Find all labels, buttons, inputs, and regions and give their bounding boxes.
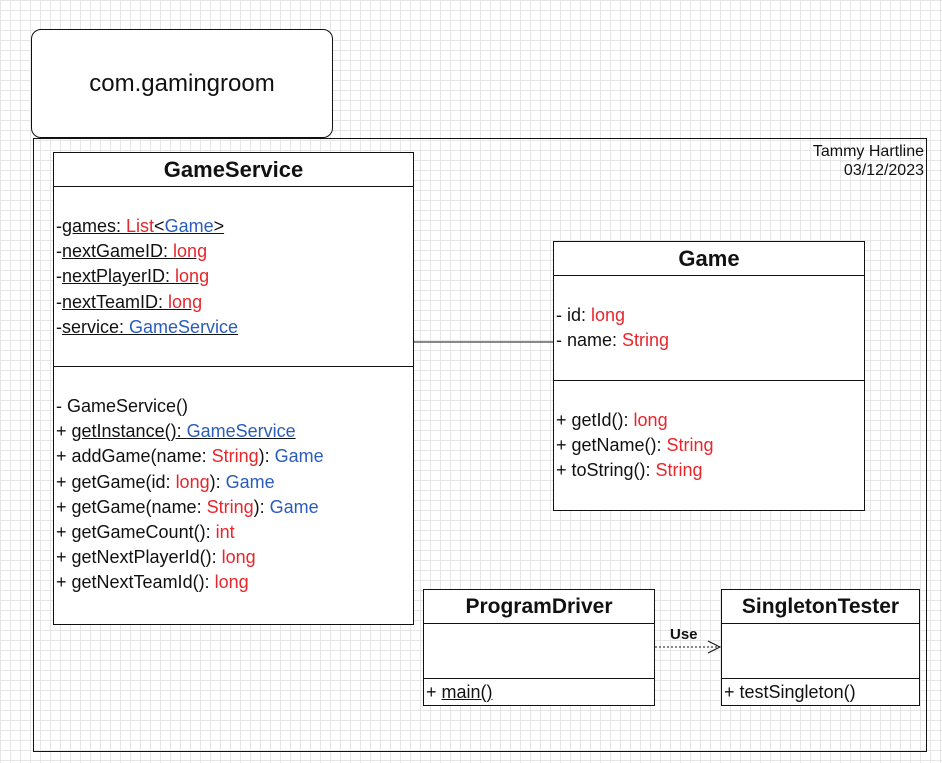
methods-section: + getId(): long + getName(): String + to…	[556, 408, 862, 484]
methods-section: + testSingleton()	[724, 680, 917, 705]
section-divider	[54, 366, 413, 367]
method-row: + getNextTeamId(): long	[56, 572, 249, 593]
class-singletontester[interactable]: SingletonTester + testSingleton()	[721, 589, 920, 706]
section-divider	[554, 380, 864, 381]
method-row: + getGame(id: long): Game	[56, 471, 275, 492]
method-row: + getGameCount(): int	[56, 522, 235, 543]
method-row: + getId(): long	[556, 410, 668, 430]
attribute-row: -games: List<Game>	[56, 216, 225, 236]
use-label: Use	[670, 626, 698, 643]
method-row: - GameService()	[56, 396, 189, 416]
attribute-row: - name: String	[556, 330, 670, 351]
class-title: Game	[554, 242, 864, 276]
author-name: Tammy Hartline	[812, 143, 924, 160]
methods-section: - GameService() + getInstance(): GameSer…	[56, 394, 411, 596]
method-row: + addGame(name: String): Game	[56, 446, 324, 467]
attribute-row: -nextTeamID: long	[56, 291, 203, 312]
attribute-row: -nextPlayerID: long	[56, 266, 210, 287]
attributes-section: - id: long - name: String	[556, 303, 862, 353]
attributes-section: -games: List<Game> -nextGameID: long -ne…	[56, 214, 411, 340]
attribute-row: -nextGameID: long	[56, 241, 208, 262]
class-gameservice[interactable]: GameService -games: List<Game> -nextGame…	[53, 152, 414, 625]
class-title: SingletonTester	[722, 590, 919, 624]
method-row: + getGame(name: String): Game	[56, 496, 319, 517]
method-row: + getName(): String	[556, 435, 714, 456]
method-row: + main()	[426, 682, 493, 702]
author-date: 03/12/2023	[843, 162, 924, 179]
package-tab: com.gamingroom	[31, 29, 333, 138]
methods-section: + main()	[426, 680, 652, 705]
package-body	[33, 138, 927, 752]
method-row: + toString(): String	[556, 460, 703, 481]
method-row: + getInstance(): GameService	[56, 421, 296, 442]
author-note: Tammy Hartline 03/12/2023	[813, 142, 924, 180]
method-row: + getNextPlayerId(): long	[56, 547, 256, 568]
attribute-row: -service: GameService	[56, 316, 239, 337]
section-divider	[424, 678, 654, 679]
class-game[interactable]: Game - id: long - name: String + getId()…	[553, 241, 865, 511]
class-programdriver[interactable]: ProgramDriver + main()	[423, 589, 655, 706]
class-title: GameService	[54, 153, 413, 187]
class-title: ProgramDriver	[424, 590, 654, 624]
package-name: com.gamingroom	[89, 69, 275, 97]
method-row: + testSingleton()	[724, 682, 856, 702]
attribute-row: - id: long	[556, 305, 626, 325]
section-divider	[722, 678, 919, 679]
